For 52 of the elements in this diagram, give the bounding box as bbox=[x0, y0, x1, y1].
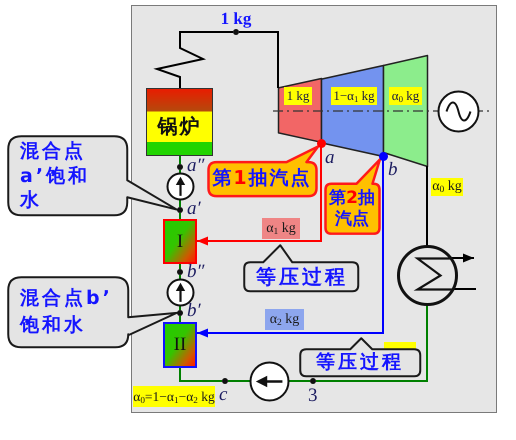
heater-box: II bbox=[163, 322, 197, 368]
state-point-dot bbox=[177, 164, 183, 170]
pipe-line bbox=[228, 380, 250, 382]
state-point-dot bbox=[177, 310, 183, 316]
pipe-line bbox=[452, 288, 476, 290]
point-label: a″ bbox=[187, 156, 204, 176]
condenser-symbol bbox=[396, 244, 458, 306]
generator-symbol bbox=[436, 88, 480, 134]
edge-label: α$_{0}$ kg bbox=[431, 178, 463, 196]
pipe-line bbox=[239, 31, 279, 88]
heater-box: I bbox=[163, 219, 197, 264]
state-point-dot bbox=[316, 138, 326, 148]
pipe-line bbox=[426, 166, 428, 246]
point-label: 3 bbox=[308, 386, 318, 406]
pipe-line bbox=[179, 305, 181, 310]
point-label: b′ bbox=[187, 301, 201, 321]
pipe-line bbox=[288, 380, 310, 382]
edge-label: α$_{1}$ kg bbox=[262, 218, 300, 239]
pipe-line bbox=[179, 275, 181, 279]
pipe-line bbox=[179, 264, 181, 269]
pipe-line bbox=[179, 316, 181, 322]
pipe-line bbox=[153, 31, 233, 88]
point-label: b bbox=[388, 160, 398, 180]
flow-label: 1−α$_{1}$ kg bbox=[331, 87, 377, 105]
arrow bbox=[197, 160, 384, 338]
pipe-line bbox=[179, 213, 181, 219]
callout-bubble: 混合点a’饱和水 bbox=[6, 134, 178, 216]
state-point-dot bbox=[233, 29, 239, 35]
point-label: c bbox=[219, 385, 228, 405]
flow-label: α$_{0}$ kg bbox=[389, 87, 422, 105]
callout-bubble: 等压过程 bbox=[242, 244, 360, 292]
edge-label: α$_{0}$=1−α$_{1}$−α$_{2}$ kg bbox=[133, 386, 215, 407]
state-point-dot bbox=[177, 269, 183, 275]
callout-bubble: 等压过程 bbox=[298, 336, 422, 378]
boiler-box: 锅炉 bbox=[146, 88, 213, 156]
pipe-line bbox=[179, 368, 222, 382]
arrow bbox=[197, 148, 322, 246]
state-point-dot bbox=[378, 152, 388, 160]
flow-label: 1 kg bbox=[284, 86, 312, 105]
pipe-line bbox=[179, 170, 181, 173]
state-point-dot bbox=[310, 378, 316, 384]
pipe-line bbox=[179, 156, 181, 164]
point-label: a′ bbox=[187, 199, 201, 219]
state-point-dot bbox=[222, 378, 228, 384]
point-label: b″ bbox=[187, 262, 204, 282]
pump-symbol bbox=[248, 360, 290, 402]
pipe-line bbox=[316, 304, 428, 382]
arrow bbox=[450, 254, 474, 262]
state-point-dot bbox=[177, 207, 183, 213]
edge-label: α$_{2}$ kg bbox=[265, 309, 304, 330]
pipe-line bbox=[179, 199, 181, 207]
callout-bubble: 第1抽汽点 bbox=[206, 144, 320, 198]
